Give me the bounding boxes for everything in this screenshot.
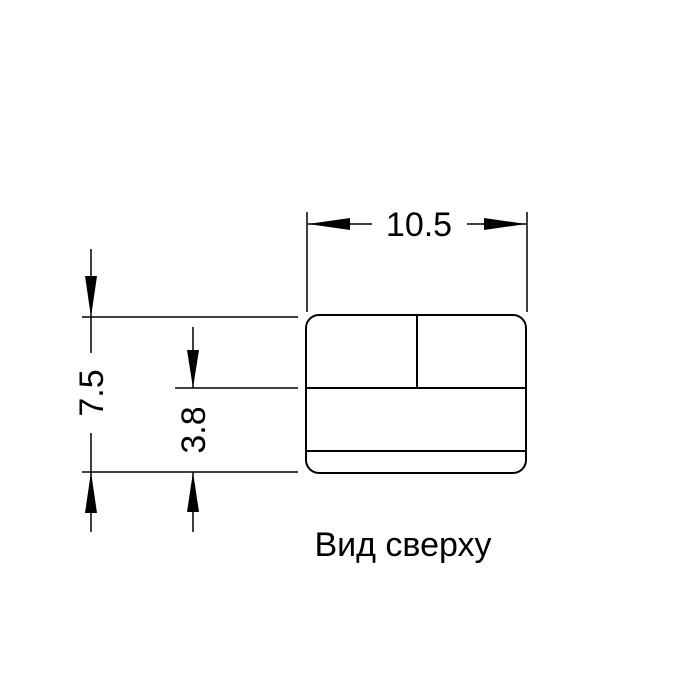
arrowhead-icon	[85, 472, 97, 513]
arrowhead-icon	[85, 276, 97, 317]
inner-height-dimension-label: 3.8	[175, 406, 213, 453]
arrowhead-icon	[187, 472, 199, 512]
view-caption: Вид сверху	[314, 526, 491, 564]
arrowhead-icon	[187, 350, 199, 388]
arrowhead-icon	[484, 218, 526, 230]
width-dimension-label: 10.5	[386, 206, 452, 244]
height-dimension-label: 7.5	[73, 369, 111, 416]
arrowhead-icon	[308, 218, 350, 230]
